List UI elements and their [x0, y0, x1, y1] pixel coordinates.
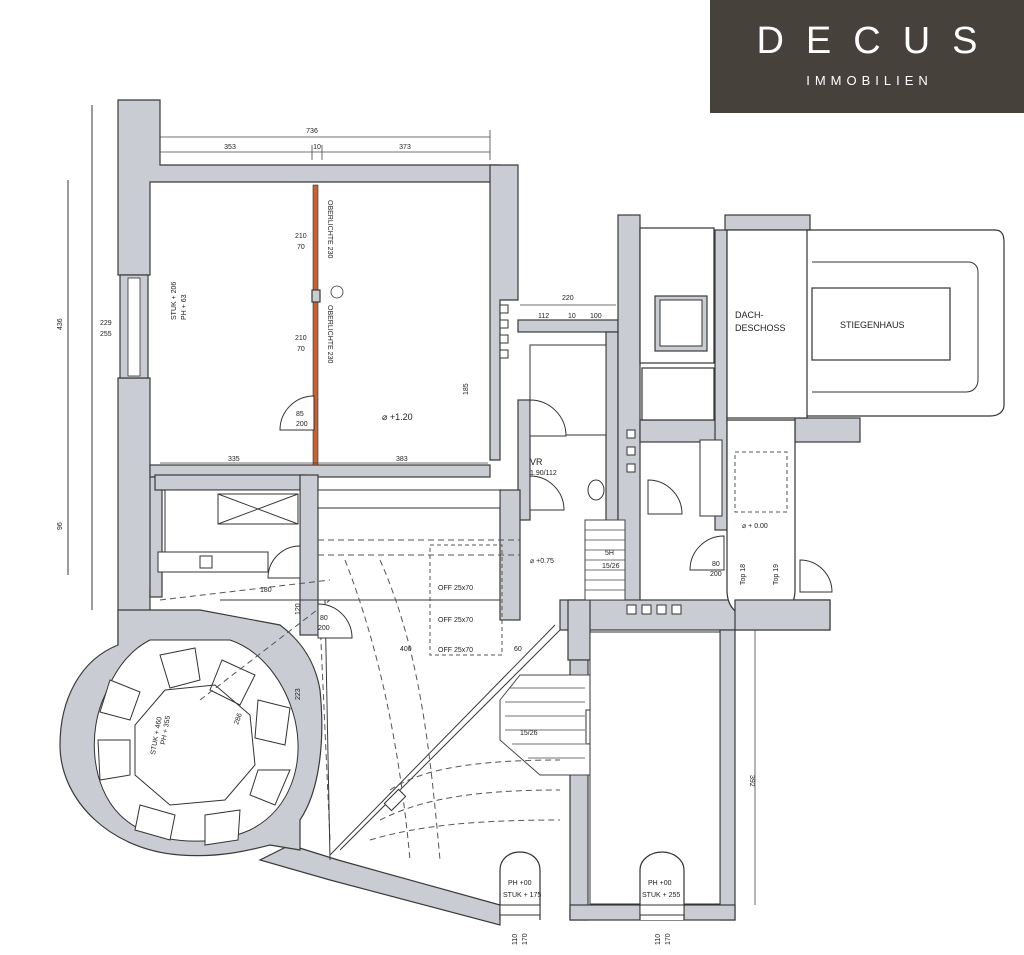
- door-top18: [689, 535, 725, 571]
- dim-400: 400: [400, 646, 412, 653]
- ph-bottom-left: PH +00: [508, 880, 532, 887]
- dim-80c: 80: [712, 561, 720, 568]
- left-window: [127, 277, 141, 377]
- sink-icon: [199, 555, 213, 569]
- cabinet: [699, 439, 723, 517]
- dim-200b: 200: [318, 625, 330, 632]
- dim-200a: 200: [296, 421, 308, 428]
- main-level: ⌀ +1.20: [382, 412, 413, 422]
- stairs-1b: 15/26: [602, 563, 620, 570]
- dim-96: 96: [57, 522, 64, 530]
- dim-85: 85: [296, 411, 304, 418]
- tower: PH + 355 STUK + 460 286: [59, 609, 323, 857]
- dim-110b: 110: [655, 934, 662, 945]
- top18: Top 18: [740, 564, 747, 585]
- dim-286: 286: [233, 712, 244, 725]
- dim-223: 223: [295, 688, 302, 700]
- dim-60: 60: [514, 646, 522, 653]
- label-dach: DACH-: [735, 310, 764, 320]
- dimension-top: 736 353 10 373: [149, 128, 491, 160]
- room-small: [641, 367, 715, 421]
- left-stuk: STUK + 206: [171, 282, 178, 320]
- dim-120: 120: [295, 603, 302, 615]
- oberlichte-2: OBERLICHTE 230: [326, 305, 333, 363]
- stuk-bottom-right: STUK + 255: [642, 892, 680, 899]
- level-top: ⌀ + 0.00: [742, 523, 768, 530]
- dim-335: 335: [228, 456, 240, 463]
- dim-170b: 170: [665, 933, 672, 945]
- oberlichte-1: OBERLICHTE 230: [326, 200, 333, 258]
- top19: Top 19: [773, 564, 780, 585]
- room-stiegenhaus: [811, 287, 951, 361]
- door-kitchen: [267, 545, 301, 579]
- door-80a: [317, 603, 353, 639]
- dim-10: 10: [313, 144, 321, 151]
- dim-10b: 10: [568, 313, 576, 320]
- label-stiegenhaus: STIEGENHAUS: [840, 320, 905, 330]
- kitchen-counter: [157, 551, 269, 573]
- dim-736: 736: [306, 128, 318, 135]
- door-wc: [529, 475, 565, 511]
- off-1: OFF 25x70: [438, 585, 473, 592]
- room-dachgeschoss: [726, 229, 808, 419]
- door-85: 85 200: [279, 395, 315, 431]
- stairs-1: 5H: [605, 550, 614, 557]
- chimney-column: [499, 304, 682, 615]
- door-side: [647, 479, 683, 515]
- dim-170a: 170: [522, 933, 529, 945]
- dim-210a: 210: [295, 233, 307, 240]
- toilet-icon: [587, 479, 605, 501]
- dim-180: 180: [260, 587, 272, 594]
- stuk-bottom-left: STUK + 175: [503, 892, 541, 899]
- left-ph: PH + 63: [181, 294, 188, 320]
- wall-corridor: [734, 599, 831, 631]
- window-niche-left: PH +00 STUK + 175 110 170: [499, 851, 541, 945]
- dim-100: 100: [590, 313, 602, 320]
- stair-outline: [807, 229, 1005, 417]
- dim-436: 436: [57, 318, 64, 330]
- dim-255: 255: [100, 331, 112, 338]
- dim-70b: 70: [297, 346, 305, 353]
- lobby-top: [726, 419, 796, 619]
- dim-392: 392: [748, 775, 755, 787]
- logo-brand: DECUS: [756, 20, 1000, 62]
- dim-70a: 70: [297, 244, 305, 251]
- dim-220: 220: [562, 295, 574, 302]
- door-vr: [529, 399, 567, 437]
- logo-sub: IMMOBILIEN: [806, 73, 933, 88]
- room-vr: VR: [530, 457, 543, 467]
- dim-229: 229: [100, 320, 112, 327]
- window-niche-right: PH +00 STUK + 255 110 170: [639, 851, 685, 945]
- dashed-lines: [159, 559, 561, 861]
- decus-logo: DECUS IMMOBILIEN: [710, 0, 1024, 113]
- stairs-2: 15/26: [520, 730, 538, 737]
- dim-373: 373: [399, 144, 411, 151]
- dim-353: 353: [224, 144, 236, 151]
- ph-bottom-right: PH +00: [648, 880, 672, 887]
- vr-height: 1.90/112: [530, 470, 557, 477]
- dim-112: 112: [538, 313, 549, 320]
- dim-383: 383: [396, 456, 408, 463]
- dim-185: 185: [463, 383, 470, 395]
- label-deschoss: DESCHOSS: [735, 323, 786, 333]
- off-2: OFF 25x70: [438, 617, 473, 624]
- door-top19: [799, 559, 833, 593]
- off-3: OFF 25x70: [438, 647, 473, 654]
- dim-80a: 80: [320, 615, 328, 622]
- valve-icon: [330, 285, 344, 299]
- dim-210b: 210: [295, 335, 307, 342]
- dim-110a: 110: [512, 934, 519, 945]
- dim-200d: 200: [710, 571, 722, 578]
- level-hall: ⌀ +0.75: [530, 558, 554, 565]
